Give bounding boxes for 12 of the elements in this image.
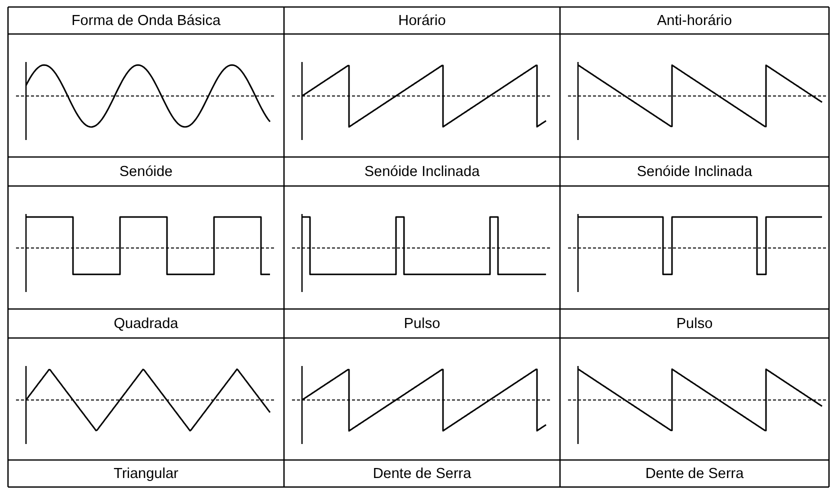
waveform-caption: Dente de Serra — [372, 466, 472, 482]
waveform-caption: Pulso — [404, 316, 440, 332]
waveform-caption: Senóide Inclinada — [364, 164, 480, 180]
column-header: Horário — [398, 12, 446, 28]
waveform-caption: Pulso — [676, 316, 713, 332]
column-header: Forma de Onda Básica — [71, 12, 221, 28]
waveform-caption: Senóide Inclinada — [636, 164, 752, 180]
waveform-caption: Triangular — [114, 466, 178, 482]
waveform-caption: Quadrada — [114, 316, 178, 332]
waveform-caption: Senóide — [119, 164, 173, 180]
waveform-caption: Dente de Serra — [645, 466, 744, 482]
column-header: Anti-horário — [657, 12, 732, 28]
